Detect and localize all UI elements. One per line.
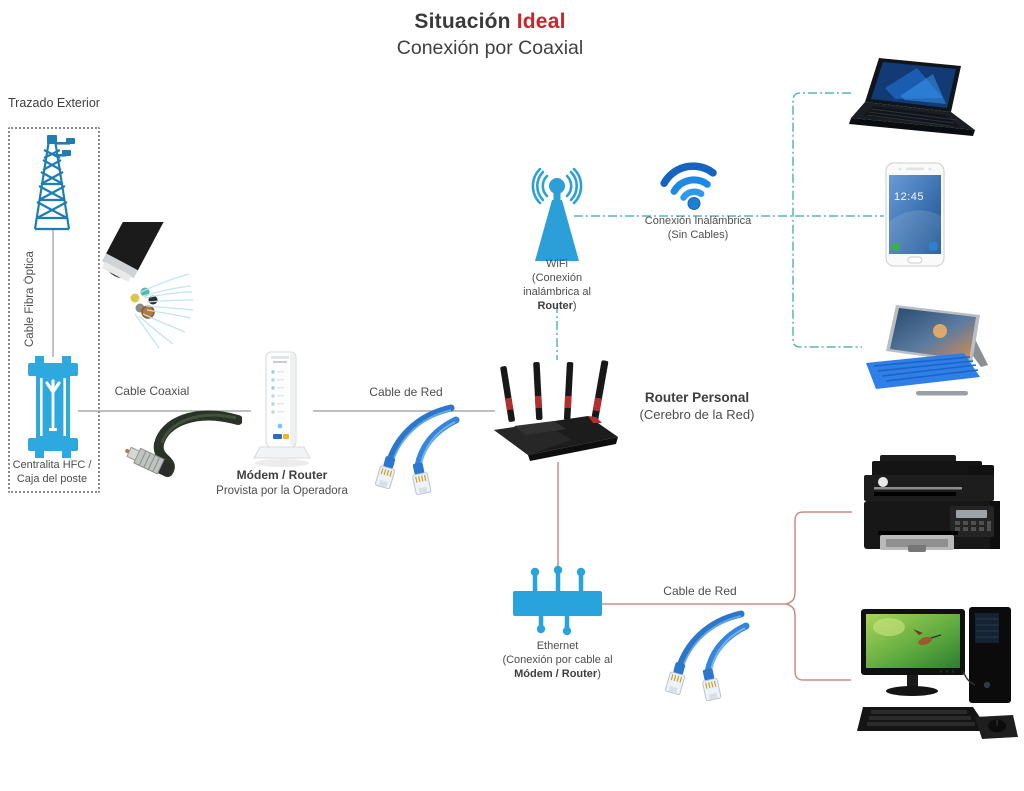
router-image (494, 360, 618, 461)
desktop-computer-image (857, 607, 1018, 739)
modem-label: Módem / Router Provista por la Operadora (213, 468, 351, 498)
smartphone-image (885, 162, 945, 267)
exterior-dotted-box (8, 127, 100, 493)
network-cable-bottom-label: Cable de Red (663, 584, 737, 598)
exterior-section-title: Trazado Exterior (8, 96, 100, 110)
phone-clock-text: 12:45 (894, 191, 925, 203)
ethernet-switch-icon (513, 565, 602, 636)
title-accent-text: Ideal (516, 10, 566, 33)
ethernet-cable-top-image (375, 404, 460, 496)
modem-image (253, 351, 311, 467)
tablet-image (866, 305, 988, 396)
modem-name: Módem / Router (236, 468, 328, 482)
wireless-label-line2: (Sin Cables) (667, 229, 729, 242)
laptop-image (849, 58, 975, 136)
modem-provider: Provista por la Operadora (216, 484, 348, 497)
ethernet-label: Ethernet (Conexión por cable al Módem / … (480, 639, 635, 681)
hfc-cabinet-label: Centralita HFC / Caja del poste (6, 458, 98, 486)
network-cable-top-label: Cable de Red (369, 385, 443, 399)
wireless-connection-label: Conexión Inalámbrica (Sin Cables) (626, 214, 770, 242)
page-title: Situación Ideal Conexión por Coaxial (0, 10, 980, 60)
router-name: Router Personal (644, 390, 750, 405)
router-label: Router Personal (Cerebro de la Red) (622, 389, 772, 423)
wifi-label-line4-bold: Router (537, 300, 573, 313)
ethernet-cable-bottom-image (665, 610, 750, 702)
ethernet-label-line3-end: ) (597, 668, 601, 681)
coaxial-cable-image (125, 410, 242, 478)
ethernet-label-line1: Ethernet (536, 640, 579, 652)
wifi-signal-icon (660, 162, 717, 210)
wifi-label-line4-end: ) (572, 300, 577, 313)
hfc-label-line1: Centralita HFC / (12, 459, 92, 471)
title-subtitle: Conexión por Coaxial (396, 37, 584, 59)
title-main-text: Situación (414, 10, 511, 33)
wifi-antenna-icon (531, 168, 583, 261)
ethernet-label-line3-bold: Módem / Router (514, 668, 598, 681)
antenna-tower-icon (33, 135, 75, 231)
wifi-antenna-label: WiFi (Conexión inalámbrica al Router) (508, 257, 606, 313)
router-subtitle: (Cerebro de la Red) (639, 406, 755, 422)
ethernet-label-line2: (Conexión por cable al (502, 654, 613, 667)
printer-image (864, 455, 1000, 552)
wifi-label-line2: (Conexión (531, 272, 583, 285)
fiber-cable-image (101, 222, 194, 349)
wifi-label-line3: inalámbrica al (523, 286, 591, 299)
hfc-label-line2: Caja del poste (16, 473, 88, 486)
hfc-cabinet-icon (28, 356, 78, 458)
title-line-1: Situación Ideal (0, 10, 980, 34)
wifi-label-line1: WiFi (546, 258, 568, 270)
wireless-label-line1: Conexión Inalámbrica (644, 215, 752, 227)
coaxial-cable-label: Cable Coaxial (114, 384, 190, 398)
